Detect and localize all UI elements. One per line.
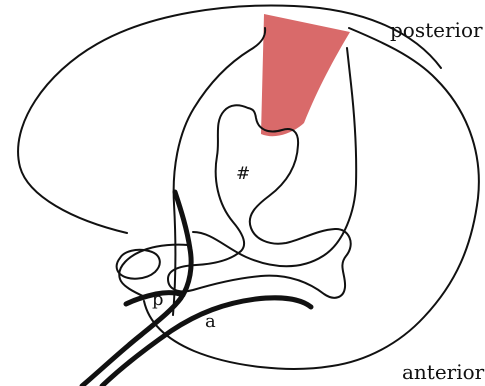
label-p: p <box>152 289 164 310</box>
label-hash: # <box>236 164 250 184</box>
label-anterior: anterior <box>402 360 485 384</box>
highlight-wedge <box>261 14 350 136</box>
label-posterior: posterior <box>390 18 483 42</box>
central-cavity <box>168 105 351 297</box>
label-a: a <box>205 311 216 332</box>
left-inner-loop <box>173 28 265 315</box>
